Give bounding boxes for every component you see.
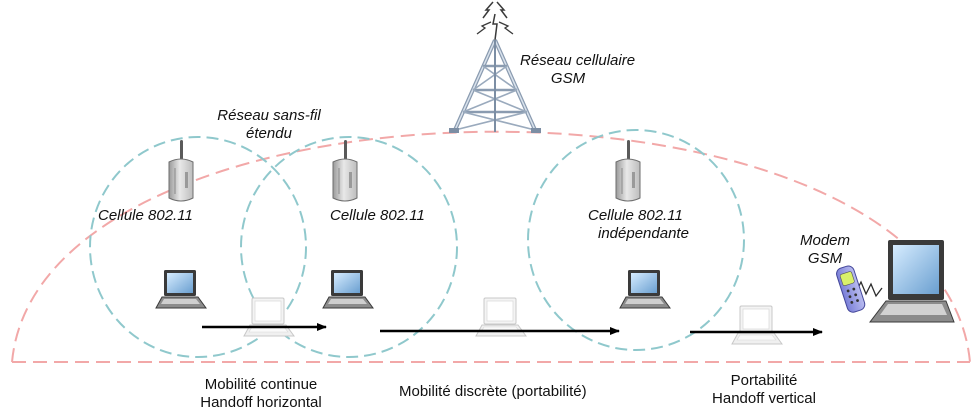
laptop-icon-cell-2 <box>322 269 374 309</box>
laptop-icon-ghost-3 <box>731 305 783 345</box>
discrete-mobility-label: Mobilité discrète (portabilité) <box>399 383 587 400</box>
wifi-cell-3-boundary <box>527 129 745 351</box>
gsm-modem-label: Modem GSM <box>799 232 851 267</box>
cell-2-label: Cellule 802.11 <box>330 207 425 224</box>
cell-1-label: Cellule 802.11 <box>98 207 193 224</box>
laptop-icon-gsm <box>868 240 955 323</box>
cell-tower-icon <box>449 1 541 133</box>
cell-3-label: Cellule 802.11 indépendante <box>588 207 689 242</box>
wifi-cell-1-boundary <box>89 136 307 358</box>
gsm-network-label: Réseau cellulaire GSM <box>520 52 636 87</box>
access-point-icon-2 <box>332 139 358 202</box>
extended-wireless-label: Réseau sans-fil étendu <box>217 107 321 142</box>
gsm-modem-phone-icon <box>836 265 866 313</box>
continuous-mobility-label: Mobilité continue Handoff horizontal <box>200 376 322 411</box>
laptop-icon-ghost-1 <box>243 297 295 337</box>
access-point-icon-3 <box>615 139 641 202</box>
laptop-icon-cell-3 <box>619 269 671 309</box>
access-point-icon-1 <box>168 139 194 202</box>
vertical-handoff-label: Portabilité Handoff vertical <box>712 372 816 407</box>
laptop-icon-cell-1 <box>155 269 207 309</box>
wifi-cell-2-boundary <box>240 136 458 358</box>
